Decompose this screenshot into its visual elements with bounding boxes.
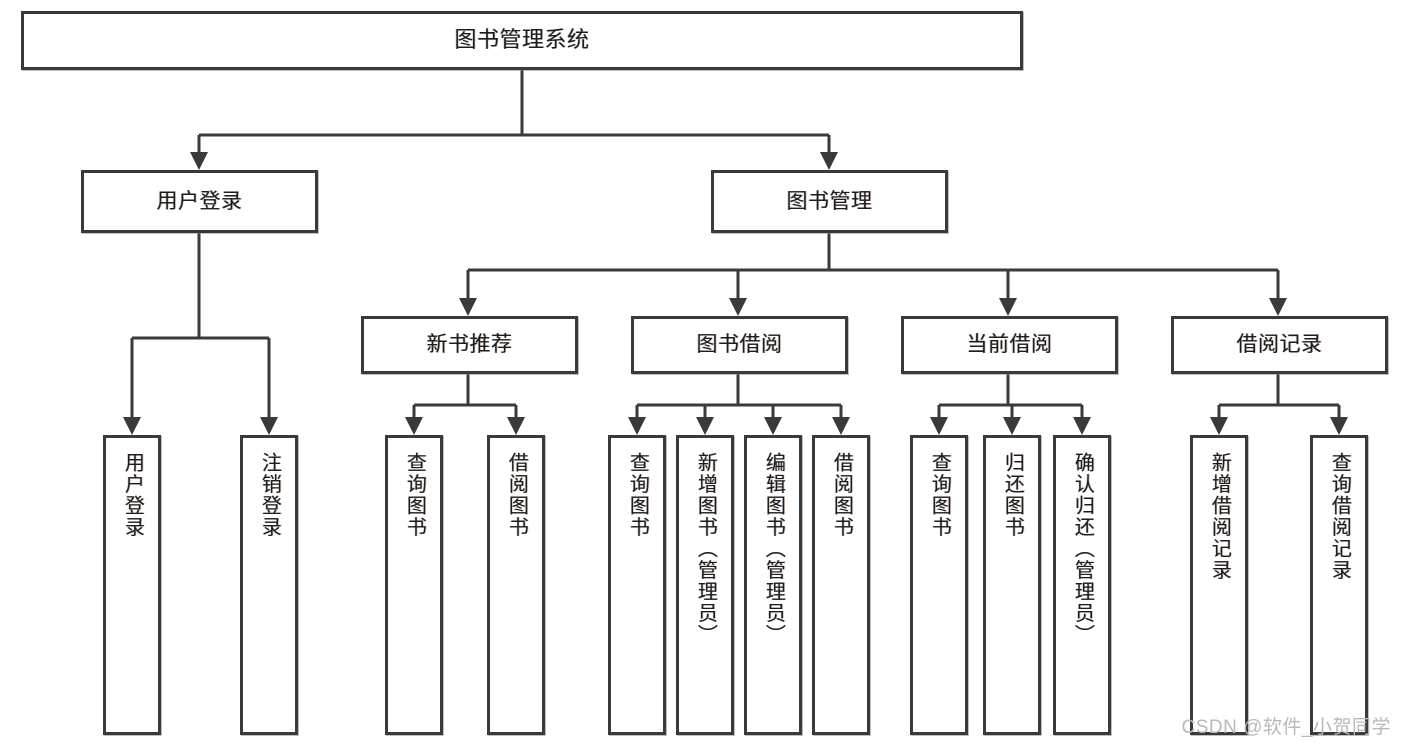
node-borrow-record-label: 借阅记录 xyxy=(1236,333,1323,357)
arrow-current-leaf1 xyxy=(930,417,948,435)
node-new-book-recommend-label: 新书推荐 xyxy=(426,333,513,357)
arrow-user-login-leaf1 xyxy=(123,417,141,435)
leaf-query-book-current[interactable]: 查询图书 xyxy=(910,435,968,735)
node-current-borrow-label: 当前借阅 xyxy=(966,333,1053,357)
leaf-add-book-admin-label: 新增图书（管理员） xyxy=(694,452,717,646)
arrow-to-new-book xyxy=(459,298,477,316)
leaf-return-book[interactable]: 归还图书 xyxy=(983,435,1041,735)
leaf-query-borrow-record[interactable]: 查询借阅记录 xyxy=(1310,435,1368,735)
leaf-user-login-label: 用户登录 xyxy=(121,452,144,538)
node-current-borrow[interactable]: 当前借阅 xyxy=(901,316,1118,374)
arrow-current-leaf2 xyxy=(1003,417,1021,435)
leaf-confirm-return-admin-label: 确认归还（管理员） xyxy=(1071,452,1094,646)
leaf-borrow-book-new[interactable]: 借阅图书 xyxy=(487,435,545,735)
leaf-query-book-new-label: 查询图书 xyxy=(403,452,426,538)
leaf-borrow-book-label: 借阅图书 xyxy=(830,452,853,538)
leaf-add-book-admin[interactable]: 新增图书（管理员） xyxy=(676,435,734,735)
arrow-borrow-leaf3 xyxy=(764,417,782,435)
arrow-new-book-leaf2 xyxy=(507,417,525,435)
leaf-return-book-label: 归还图书 xyxy=(1001,452,1024,538)
arrow-borrow-leaf4 xyxy=(832,417,850,435)
arrow-record-leaf2 xyxy=(1330,417,1348,435)
arrow-to-borrow xyxy=(729,298,747,316)
arrow-user-login-leaf2 xyxy=(260,417,278,435)
leaf-borrow-book[interactable]: 借阅图书 xyxy=(812,435,870,735)
arrow-borrow-leaf2 xyxy=(696,417,714,435)
leaf-query-book-borrow-label: 查询图书 xyxy=(626,452,649,538)
leaf-user-login[interactable]: 用户登录 xyxy=(103,435,161,735)
node-user-login-label: 用户登录 xyxy=(156,189,243,213)
leaf-edit-book-admin-label: 编辑图书（管理员） xyxy=(762,452,785,646)
node-book-management-label: 图书管理 xyxy=(786,189,873,213)
leaf-edit-book-admin[interactable]: 编辑图书（管理员） xyxy=(744,435,802,735)
leaf-query-borrow-record-label: 查询借阅记录 xyxy=(1328,452,1351,581)
arrow-new-book-leaf1 xyxy=(405,417,423,435)
node-root-label: 图书管理系统 xyxy=(454,27,590,53)
leaf-query-book-new[interactable]: 查询图书 xyxy=(385,435,443,735)
node-book-borrow[interactable]: 图书借阅 xyxy=(631,316,848,374)
node-root[interactable]: 图书管理系统 xyxy=(21,11,1023,70)
leaf-query-book-current-label: 查询图书 xyxy=(928,452,951,538)
leaf-logout[interactable]: 注销登录 xyxy=(240,435,298,735)
arrow-to-borrow-record xyxy=(1269,298,1287,316)
arrow-borrow-leaf1 xyxy=(628,417,646,435)
node-borrow-record[interactable]: 借阅记录 xyxy=(1171,316,1388,374)
leaf-add-borrow-record[interactable]: 新增借阅记录 xyxy=(1190,435,1248,735)
arrow-to-current-borrow xyxy=(999,298,1017,316)
node-book-borrow-label: 图书借阅 xyxy=(696,333,783,357)
leaf-add-borrow-record-label: 新增借阅记录 xyxy=(1208,452,1231,581)
node-new-book-recommend[interactable]: 新书推荐 xyxy=(361,316,578,374)
arrow-to-user-login xyxy=(190,152,208,170)
leaf-confirm-return-admin[interactable]: 确认归还（管理员） xyxy=(1053,435,1111,735)
node-book-management[interactable]: 图书管理 xyxy=(711,170,948,233)
leaf-query-book-borrow[interactable]: 查询图书 xyxy=(608,435,666,735)
leaf-borrow-book-new-label: 借阅图书 xyxy=(505,452,528,538)
arrow-record-leaf1 xyxy=(1210,417,1228,435)
node-user-login[interactable]: 用户登录 xyxy=(81,170,318,233)
leaf-logout-label: 注销登录 xyxy=(258,452,281,538)
arrow-to-book-mgmt xyxy=(820,152,838,170)
arrow-current-leaf3 xyxy=(1073,417,1091,435)
